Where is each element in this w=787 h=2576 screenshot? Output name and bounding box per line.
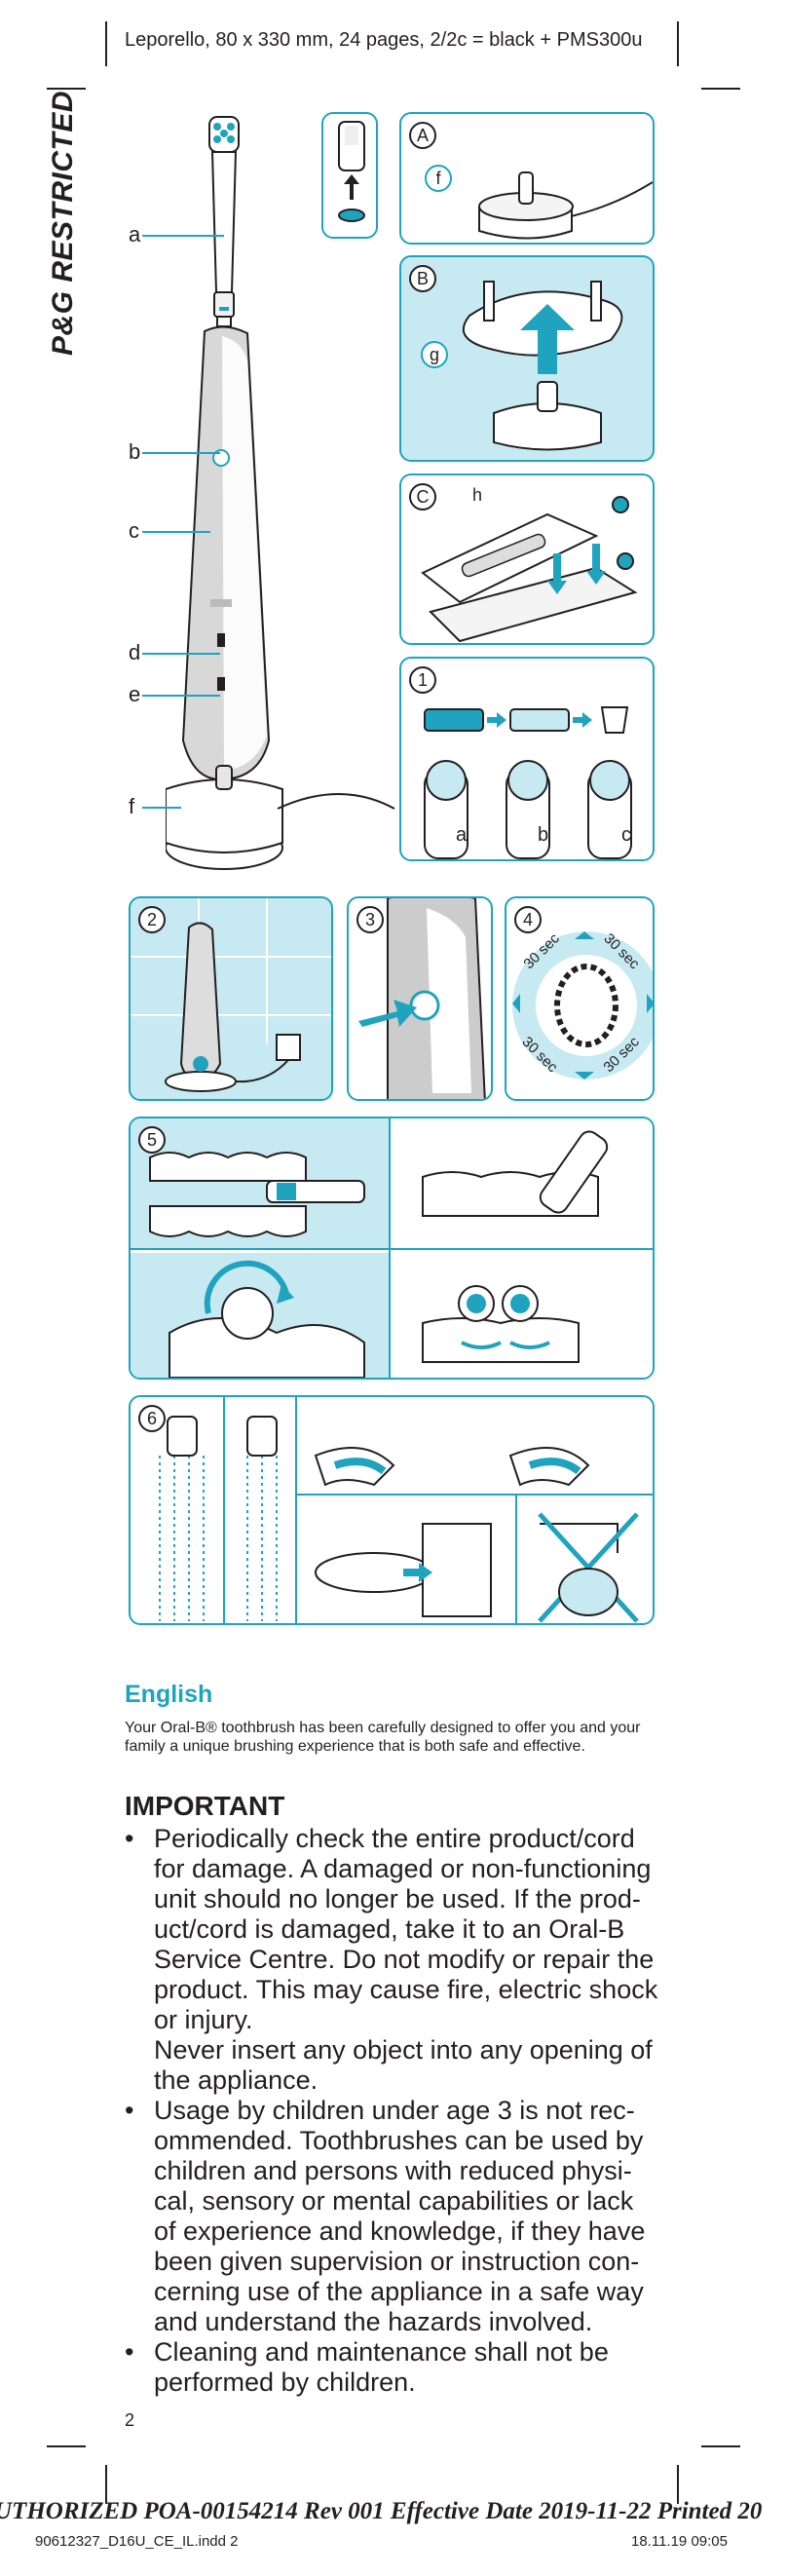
brushing-quadrants-illustration <box>512 931 653 1080</box>
file-name-slug: 90612327_D16U_CE_IL.indd 2 <box>35 2533 239 2550</box>
list-item-line: for damage. A damaged or non-functioning <box>154 1854 652 1883</box>
page-number: 2 <box>125 2410 135 2430</box>
list-item-line: children and persons with reduced physi- <box>154 2156 632 2185</box>
panel-3: 3 <box>347 896 493 1101</box>
panel-a: A f <box>399 112 655 245</box>
list-item-line: Usage by children under age 3 is not rec… <box>154 2096 635 2125</box>
panel-4-number: 4 <box>514 906 542 933</box>
list-item-line: Service Centre. Do not modify or repair … <box>154 1945 655 1974</box>
power-button-illustration <box>358 898 486 1099</box>
list-item-line: and understand the hazards involved. <box>154 2307 593 2336</box>
restricted-watermark: P&G RESTRICTED <box>47 90 79 356</box>
list-item-line: product. This may cause fire, electric s… <box>154 1975 658 2004</box>
panel-b-number: B <box>409 265 436 292</box>
list-item-line: of experience and knowledge, if they hav… <box>154 2216 646 2246</box>
panel-3-number: 3 <box>356 906 384 933</box>
list-item-line: Never insert any object into any opening… <box>154 2035 653 2065</box>
crop-mark <box>47 2445 86 2447</box>
list-item-line: uct/cord is damaged, take it to an Oral-… <box>154 1914 625 1944</box>
part-label-e: e <box>129 682 141 706</box>
panel-4: 4 30 sec 30 sec 30 sec 30 sec <box>505 896 655 1101</box>
list-item-line: Periodically check the entire product/co… <box>154 1824 635 1853</box>
head-label-c: c <box>621 824 631 846</box>
part-label-d: d <box>129 640 141 664</box>
panel-6: 6 <box>129 1395 655 1625</box>
important-list: Periodically check the entire product/co… <box>125 1824 670 2398</box>
crop-mark <box>105 21 107 66</box>
brush-heads-illustration <box>424 706 632 859</box>
leader-line-a <box>142 235 224 237</box>
list-item-line: been given supervision or instruction co… <box>154 2247 640 2276</box>
list-item-line: cal, sensory or mental capabilities or l… <box>154 2186 634 2216</box>
leader-line-b <box>142 452 220 454</box>
panel-brush-head-insert <box>321 112 378 239</box>
crop-mark <box>105 2465 107 2504</box>
panel-c-number: C <box>409 483 436 511</box>
callout-f: f <box>425 165 452 192</box>
authorization-stamp: UTHORIZED POA-00154214 Rev 001 Effective… <box>0 2498 763 2524</box>
panel-c: C h <box>399 474 655 645</box>
crop-mark <box>47 88 86 90</box>
head-label-b: b <box>538 824 549 846</box>
callout-g: g <box>421 341 448 368</box>
list-item: Usage by children under age 3 is not rec… <box>125 2096 670 2337</box>
callout-h: h <box>471 485 482 505</box>
leader-line-f <box>142 807 181 809</box>
list-item-line: the appliance. <box>154 2065 319 2095</box>
part-label-c: c <box>129 518 139 543</box>
panel-2: 2 <box>129 896 333 1101</box>
brush-head-insert-illustration <box>338 121 365 222</box>
part-label-a: a <box>129 222 141 246</box>
part-label-f: f <box>129 794 135 818</box>
list-item-line: unit should no longer be used. If the pr… <box>154 1884 641 1913</box>
list-item-line: performed by children. <box>154 2368 416 2397</box>
panel-1-number: 1 <box>409 666 436 694</box>
panel-5: 5 <box>129 1117 655 1380</box>
crop-mark <box>701 2445 740 2447</box>
print-spec-label: Leporello, 80 x 330 mm, 24 pages, 2/2c =… <box>125 29 643 51</box>
panel-b: B g <box>399 255 655 462</box>
list-item: Periodically check the entire product/co… <box>125 1824 670 2096</box>
leader-line-c <box>142 531 210 533</box>
important-heading: IMPORTANT <box>125 1791 285 1821</box>
panel-6-number: 6 <box>138 1405 166 1432</box>
language-heading: English <box>125 1681 213 1708</box>
panel-2-number: 2 <box>138 906 166 933</box>
travel-case-open-illustration <box>421 496 638 643</box>
panel-a-number: A <box>409 122 436 149</box>
crop-mark <box>677 21 679 66</box>
crop-mark <box>701 88 740 90</box>
list-item-line: or injury. <box>154 2005 253 2034</box>
timestamp-slug: 18.11.19 09:05 <box>631 2533 728 2550</box>
list-item-line: Cleaning and maintenance shall not be <box>154 2337 609 2367</box>
crop-mark <box>677 2465 679 2504</box>
head-label-a: a <box>456 824 468 846</box>
panel-1: 1 a b c <box>399 657 655 861</box>
intro-paragraph: Your Oral-B® toothbrush has been careful… <box>125 1720 641 1755</box>
brushing-technique-illustration <box>131 1118 653 1378</box>
charger-illustration <box>478 171 653 240</box>
list-item-line: ommended. Toothbrushes can be used by <box>154 2126 644 2155</box>
leader-line-e <box>142 695 220 697</box>
list-item: Cleaning and maintenance shall not be pe… <box>125 2337 670 2398</box>
charging-illustration <box>131 898 331 1092</box>
part-label-b: b <box>129 439 141 464</box>
list-item-line: cerning use of the appliance in a safe w… <box>154 2277 644 2306</box>
cleaning-instructions-illustration <box>159 1397 653 1623</box>
panel-5-number: 5 <box>138 1126 166 1154</box>
toothbrush-overview-illustration <box>166 116 395 870</box>
travel-case-illustration <box>462 281 623 451</box>
leader-line-d <box>142 653 220 655</box>
